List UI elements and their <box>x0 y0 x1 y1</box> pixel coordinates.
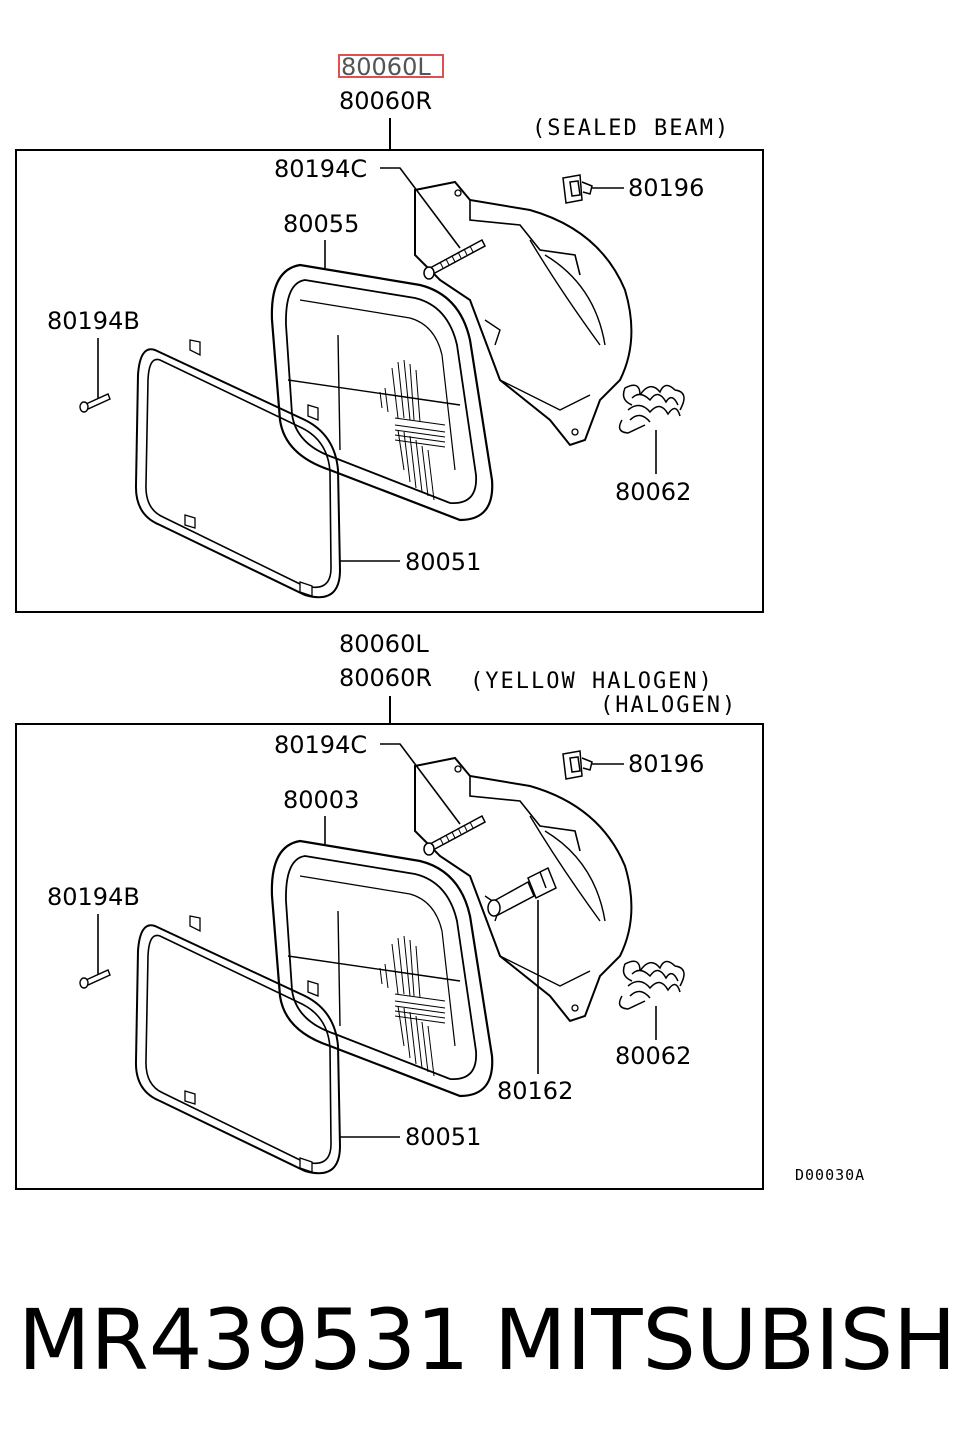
sealed-beam-assembly-drawing <box>78 173 686 599</box>
footer: MR439531 MITSUBISHI <box>0 1290 960 1400</box>
halogen-note: (HALOGEN) <box>600 693 737 718</box>
halogen-section: 80060L 80060R (YELLOW HALOGEN) (HALOGEN)… <box>15 630 764 1190</box>
screw-side-label: 80194B <box>47 883 140 911</box>
spring-label: 80062 <box>615 1042 691 1070</box>
assembly-right-label: 80060R <box>339 87 432 115</box>
section-frame <box>15 723 764 1190</box>
part-number: MR439531 <box>18 1291 470 1389</box>
screw-side-label: 80194B <box>47 307 140 335</box>
yellow-halogen-note: (YELLOW HALOGEN) <box>470 669 714 694</box>
section-frame <box>15 149 764 613</box>
assembly-left-label: 80060L <box>339 630 429 658</box>
spring-label: 80062 <box>615 478 691 506</box>
assembly-left-label: 80060L <box>341 53 431 81</box>
unit-label: 80003 <box>283 786 359 814</box>
bulb-icon <box>487 866 557 917</box>
clip-label: 80196 <box>628 174 704 202</box>
rim-label: 80051 <box>405 548 481 576</box>
highlight-box <box>338 54 444 78</box>
halogen-assembly-drawing <box>78 749 686 1175</box>
screw-top-label: 80194C <box>274 155 367 183</box>
sealed-beam-note: (SEALED BEAM) <box>532 116 730 141</box>
clip-label: 80196 <box>628 750 704 778</box>
brand-name: MITSUBISHI <box>494 1291 960 1389</box>
unit-label: 80055 <box>283 210 359 238</box>
bulb-label: 80162 <box>497 1077 573 1105</box>
screw-top-label: 80194C <box>274 731 367 759</box>
assembly-right-label: 80060R <box>339 664 432 692</box>
sealed-beam-section: 80060L 80060R (SEALED BEAM) 80194C 80196… <box>15 53 764 613</box>
rim-label: 80051 <box>405 1123 481 1151</box>
diagram-code: D00030A <box>795 1166 865 1184</box>
